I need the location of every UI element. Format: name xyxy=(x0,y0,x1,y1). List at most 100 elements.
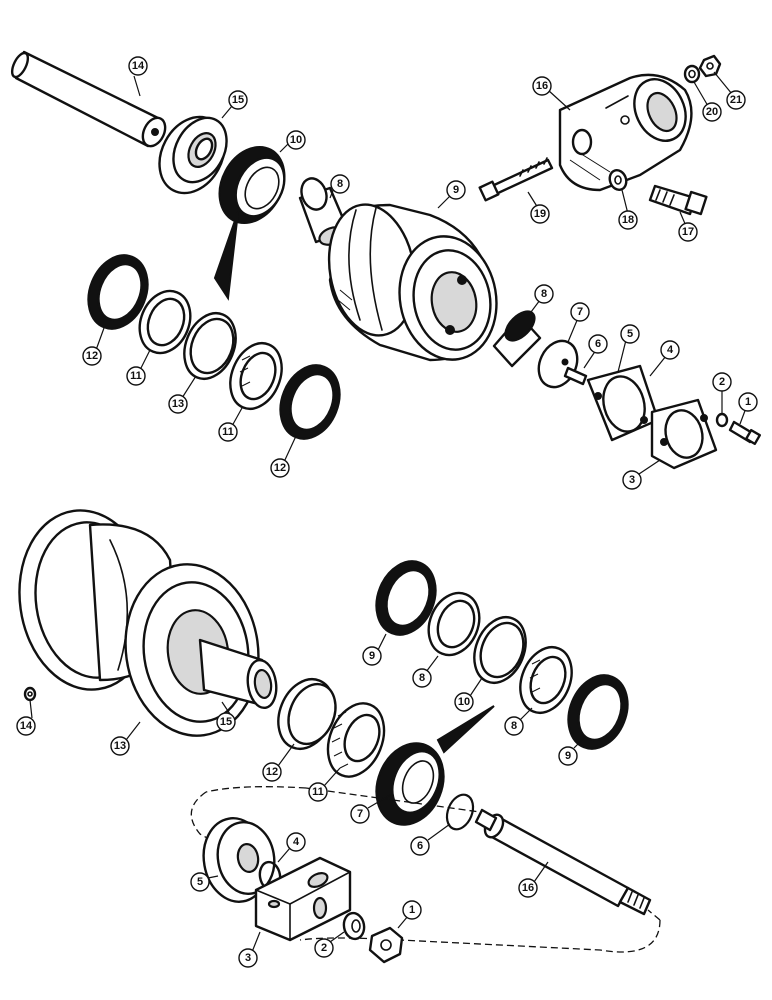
callout-lower-16: 16 xyxy=(518,878,538,898)
callout-upper-6: 6 xyxy=(588,334,608,354)
callout-upper-21: 21 xyxy=(726,90,746,110)
svg-text:5: 5 xyxy=(627,328,633,340)
lower-cup-part xyxy=(277,678,337,750)
upper-nut-washer-part xyxy=(683,54,722,84)
upper-leader-lines xyxy=(95,71,747,477)
lower-nut-part xyxy=(368,926,404,964)
lower-race-b-part xyxy=(519,646,573,714)
lower-seal-ring-b-part xyxy=(567,674,629,750)
lower-detail-pointer xyxy=(436,705,495,754)
upper-detail-pointer xyxy=(213,211,239,301)
callout-lower-4: 4 xyxy=(286,832,306,852)
svg-text:12: 12 xyxy=(86,350,98,362)
svg-text:4: 4 xyxy=(293,836,300,848)
svg-text:11: 11 xyxy=(130,370,142,382)
svg-text:18: 18 xyxy=(622,214,634,226)
svg-text:14: 14 xyxy=(132,60,145,72)
upper-short-bolt-part xyxy=(648,184,708,216)
callout-lower-9b: 9 xyxy=(558,746,578,766)
callout-lower-5: 5 xyxy=(190,872,210,892)
upper-cap-fasteners-part xyxy=(715,412,762,446)
svg-text:20: 20 xyxy=(706,106,718,118)
svg-text:6: 6 xyxy=(417,840,423,852)
svg-text:11: 11 xyxy=(312,786,324,798)
svg-text:10: 10 xyxy=(458,696,470,708)
svg-text:15: 15 xyxy=(232,94,244,106)
callout-lower-8b: 8 xyxy=(504,716,524,736)
upper-collar-part xyxy=(158,115,228,195)
upper-bearing-cup-part xyxy=(183,312,237,380)
lower-assembly: 9 8 10 8 9 14 13 15 12 11 7 6 16 5 4 3 2… xyxy=(16,509,661,968)
callout-upper-2: 2 xyxy=(712,372,732,392)
callout-lower-14: 14 xyxy=(16,716,36,736)
callout-lower-2: 2 xyxy=(314,938,334,958)
svg-text:2: 2 xyxy=(321,942,327,954)
callout-upper-14: 14 xyxy=(128,56,148,76)
callout-upper-18: 18 xyxy=(618,210,638,230)
callout-lower-3: 3 xyxy=(238,948,258,968)
upper-gasket-part xyxy=(586,364,660,442)
callout-upper-16: 16 xyxy=(532,76,552,96)
callout-upper-1: 1 xyxy=(738,392,758,412)
svg-text:1: 1 xyxy=(409,904,415,916)
upper-plate-part xyxy=(537,339,579,389)
upper-long-bolt-part xyxy=(478,157,554,202)
lower-leader-lines xyxy=(29,633,585,953)
callout-upper-20: 20 xyxy=(702,102,722,122)
svg-text:16: 16 xyxy=(536,80,548,92)
svg-text:12: 12 xyxy=(274,462,286,474)
callout-upper-5: 5 xyxy=(620,324,640,344)
svg-text:9: 9 xyxy=(453,184,459,196)
callout-upper-12b: 12 xyxy=(270,458,290,478)
callout-upper-3: 3 xyxy=(622,470,642,490)
callout-lower-9a: 9 xyxy=(362,646,382,666)
svg-text:15: 15 xyxy=(220,716,232,728)
svg-text:5: 5 xyxy=(197,876,203,888)
svg-text:8: 8 xyxy=(541,288,547,300)
upper-race-a-part xyxy=(138,289,192,355)
upper-seal-ring-a-part xyxy=(87,254,149,330)
svg-text:9: 9 xyxy=(369,650,375,662)
svg-text:16: 16 xyxy=(522,882,534,894)
lower-plug-part xyxy=(23,686,37,702)
callout-upper-10: 10 xyxy=(286,130,306,150)
callout-upper-17: 17 xyxy=(678,222,698,242)
svg-text:2: 2 xyxy=(719,376,725,388)
upper-roller-part xyxy=(327,203,498,362)
callout-lower-11: 11 xyxy=(308,782,328,802)
callout-upper-4: 4 xyxy=(660,340,680,360)
svg-text:21: 21 xyxy=(730,94,742,106)
svg-text:1: 1 xyxy=(745,396,751,408)
callout-upper-15: 15 xyxy=(228,90,248,110)
callout-upper-11b: 11 xyxy=(218,422,238,442)
callout-lower-10: 10 xyxy=(454,692,474,712)
callout-upper-11a: 11 xyxy=(126,366,146,386)
callout-upper-8b: 8 xyxy=(534,284,554,304)
lower-o-ring-part xyxy=(445,793,475,831)
lower-washer-part xyxy=(342,911,366,941)
callout-lower-1: 1 xyxy=(402,900,422,920)
callout-lower-12: 12 xyxy=(262,762,282,782)
lower-group-outline xyxy=(190,786,661,953)
lower-bearing-cup-part xyxy=(473,616,527,684)
lower-block-part xyxy=(254,856,352,942)
svg-text:8: 8 xyxy=(511,720,517,732)
upper-right-bushing-part xyxy=(492,310,542,368)
callout-upper-8: 8 xyxy=(330,174,350,194)
lower-seal-ring-a-part xyxy=(375,560,437,636)
svg-text:12: 12 xyxy=(266,766,278,778)
callout-lower-13: 13 xyxy=(110,736,130,756)
upper-cap-part xyxy=(650,398,718,470)
lower-cone-part xyxy=(326,702,386,778)
svg-text:17: 17 xyxy=(682,226,694,238)
lower-sleeve-part xyxy=(198,638,278,710)
callout-upper-12a: 12 xyxy=(82,346,102,366)
callout-lower-6: 6 xyxy=(410,836,430,856)
upper-race-b-part xyxy=(229,342,283,410)
lower-shaft-part xyxy=(474,808,652,916)
svg-text:13: 13 xyxy=(172,398,184,410)
svg-text:8: 8 xyxy=(419,672,425,684)
svg-text:3: 3 xyxy=(629,474,635,486)
upper-small-bolt-part xyxy=(563,366,588,386)
